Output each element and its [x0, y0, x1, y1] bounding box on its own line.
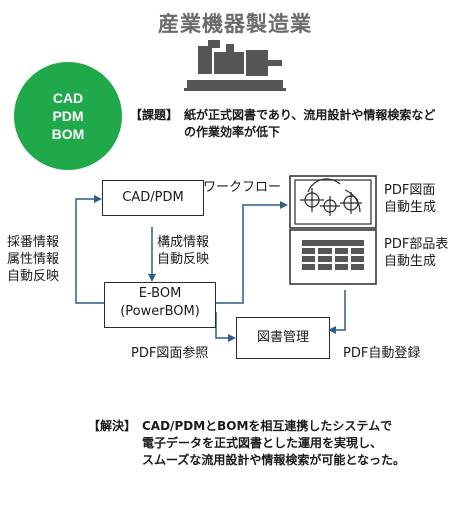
pdf-toroku-label: PDF自動登録 — [343, 346, 421, 361]
solution-line-1: CAD/PDMとBOMを相互連携したシステムで — [142, 419, 393, 433]
ebom-line-2: (PowerBOM) — [120, 304, 200, 319]
saiban-line-3: 自動反映 — [7, 269, 60, 284]
cad-pdm-bom-badge: CAD PDM BOM — [14, 62, 122, 170]
workflow-label: ワークフロー — [203, 180, 282, 195]
pdf-buhin-gen-line-2: 自動生成 — [384, 254, 437, 269]
kosei-label: 構成情報 自動反映 — [157, 234, 209, 268]
issue-label: 【課題】 — [130, 108, 179, 122]
pdf-buhin-gen-line-1: PDF部品表 — [384, 237, 449, 252]
solution-label: 【解決】 — [88, 419, 137, 433]
cad-pdm-box: CAD/PDM — [102, 180, 204, 216]
pdf-buhin-gen-label: PDF部品表 自動生成 — [384, 236, 448, 270]
saiban-line-1: 採番情報 — [7, 235, 60, 250]
solution-text: 【解決】 CAD/PDMとBOMを相互連携したシステムで 電子データを正式図書と… — [88, 418, 458, 469]
issue-line-1: 紙が正式図書であり、流用設計や情報検索など — [184, 108, 436, 122]
solution-line-2: 電子データを正式図書とした運用を実現し、 — [142, 436, 383, 450]
pdf-zumen-gen-line-2: 自動生成 — [384, 200, 437, 215]
badge-line-cad: CAD — [52, 90, 84, 106]
saiban-label: 採番情報 属性情報 自動反映 — [7, 234, 59, 285]
kosei-line-1: 構成情報 — [157, 235, 210, 250]
ebom-box: E-BOM (PowerBOM) — [104, 282, 216, 328]
badge-line-pdm: PDM — [52, 108, 84, 124]
kosei-line-2: 自動反映 — [157, 252, 210, 267]
issue-text: 【課題】 紙が正式図書であり、流用設計や情報検索など の作業効率が低下 — [130, 107, 470, 141]
pdf-sansho-label: PDF図面参照 — [131, 346, 209, 361]
badge-line-bom: BOM — [51, 126, 85, 142]
zusho-kanri-box: 図書管理 — [236, 317, 330, 359]
ebom-line-1: E-BOM — [138, 286, 182, 301]
saiban-line-2: 属性情報 — [7, 252, 60, 267]
solution-line-3: スムーズな流用設計や情報検索が可能となった。 — [142, 453, 406, 467]
pdf-zumen-gen-line-1: PDF図面 — [384, 183, 436, 198]
page-title: 産業機器製造業 — [158, 12, 312, 36]
issue-line-2: の作業効率が低下 — [184, 125, 281, 139]
pdf-zumen-gen-label: PDF図面 自動生成 — [384, 182, 436, 216]
